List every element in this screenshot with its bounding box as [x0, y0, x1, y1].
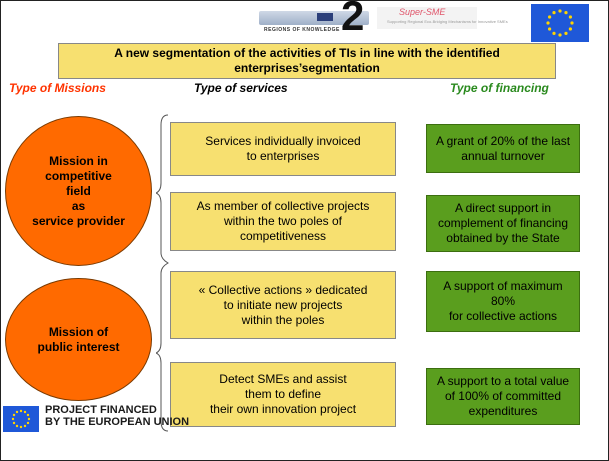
service-collective-actions: « Collective actions » dedicated to init…	[170, 271, 396, 339]
financing-direct-support: A direct support in complement of financ…	[426, 195, 580, 252]
eu-flag-icon	[3, 406, 39, 432]
column-header-missions: Type of Missions	[9, 81, 106, 95]
footer-line-1: PROJECT FINANCED	[45, 404, 157, 416]
financing-support-80: A support of maximum 80% for collective …	[426, 271, 580, 332]
mission-competitive: Mission in competitive field as service …	[5, 116, 152, 266]
logo-caption: REGIONS OF KNOWLEDGE	[264, 27, 340, 33]
service-collective-projects: As member of collective projects within …	[170, 192, 396, 251]
logo-mini-block	[317, 13, 333, 21]
eu-flag-icon	[531, 4, 589, 42]
column-header-services: Type of services	[194, 81, 288, 95]
brace-connector	[156, 114, 170, 432]
logo-numeral: 2	[341, 0, 365, 39]
financing-grant-20: A grant of 20% of the last annual turnov…	[426, 124, 580, 173]
mission-competitive-text: Mission in competitive field as service …	[32, 153, 125, 228]
logo-bar	[259, 11, 369, 25]
footer-funding-notice: PROJECT FINANCED BY THE EUROPEAN UNION	[45, 404, 189, 428]
super-sme-tagline: Supporting Regional Eco-Bridging Mechani…	[387, 19, 508, 24]
super-sme-name: Super-SME	[399, 7, 446, 17]
mission-public-interest-text: Mission of public interest	[37, 324, 120, 354]
regions-of-knowledge-logo: REGIONS OF KNOWLEDGE	[259, 5, 379, 35]
service-individually-invoiced: Services individually invoiced to enterp…	[170, 122, 396, 176]
column-header-financing: Type of financing	[450, 81, 549, 95]
footer-line-2: BY THE EUROPEAN UNION	[45, 416, 190, 428]
slide-title-text: A new segmentation of the activities of …	[114, 46, 500, 75]
service-detect-smes: Detect SMEs and assist them to define th…	[170, 362, 396, 427]
mission-public-interest: Mission of public interest	[5, 278, 152, 401]
slide-title: A new segmentation of the activities of …	[58, 43, 556, 79]
super-sme-logo: Super-SME Supporting Regional Eco-Bridgi…	[377, 7, 508, 29]
financing-support-100: A support to a total value of 100% of co…	[426, 368, 580, 425]
